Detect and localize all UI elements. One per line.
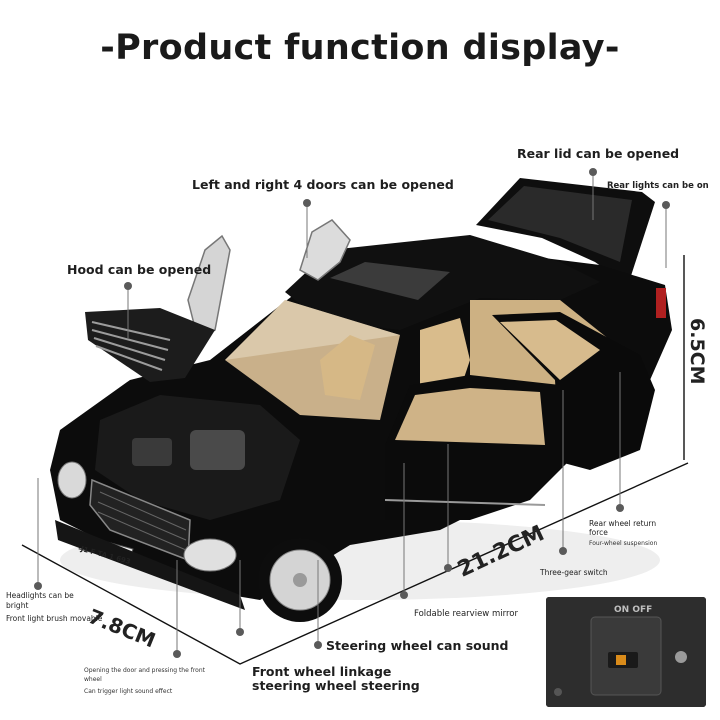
- right-headlight: [183, 538, 237, 572]
- callout-lines: [37, 172, 667, 654]
- engine-block: [190, 430, 245, 470]
- front-seat: [320, 335, 375, 400]
- switch-on-off-label: ON OFF: [614, 605, 653, 615]
- hood-grille-lines: [91, 321, 171, 371]
- left-headlight: [57, 461, 87, 499]
- switch-inset-graphic: [546, 597, 706, 707]
- switch-inset-photo: ON OFF: [546, 597, 706, 707]
- front-hub: [293, 573, 307, 587]
- rear-lid-panel: [488, 186, 632, 262]
- door-chrome-strip: [384, 499, 546, 506]
- roof: [285, 235, 600, 330]
- page-title: -Product function display-: [100, 28, 620, 68]
- dimension-height: 6.5CM: [686, 318, 708, 385]
- rear-door-window: [500, 320, 600, 380]
- label-headlights-1: Headlights can be: [6, 591, 74, 600]
- label-three-gear-switch: Three-gear switch: [540, 568, 608, 577]
- label-rear-wheel-return-1: Rear wheel return: [589, 519, 657, 528]
- label-front-wheel-1: Front wheel linkage: [252, 664, 392, 679]
- label-headlights-2: bright: [6, 601, 29, 610]
- label-trigger-sound: Can trigger light sound effect: [84, 688, 173, 695]
- label-rear-wheel-return-2: force: [589, 528, 608, 537]
- label-hood: Hood can be opened: [67, 262, 212, 277]
- label-foldable-mirror: Foldable rearview mirror: [414, 609, 518, 619]
- label-door-press-1: Opening the door and pressing the front: [84, 667, 205, 674]
- label-four-doors: Left and right 4 doors can be opened: [192, 177, 454, 192]
- dimension-line-base: [21, 462, 689, 665]
- label-steering-sound: Steering wheel can sound: [326, 638, 509, 653]
- rear-light: [656, 288, 666, 318]
- label-front-wheel-2: steering wheel steering: [252, 678, 420, 693]
- battery: [132, 438, 172, 466]
- grille-bars: [97, 491, 187, 551]
- sunroof: [330, 262, 450, 300]
- right-door-glass: [299, 219, 351, 281]
- front-door-window: [395, 388, 545, 445]
- label-door-press-2: wheel: [84, 676, 102, 683]
- label-brush: Front light brush movable: [6, 614, 103, 623]
- label-rear-lid: Rear lid can be opened: [517, 146, 680, 161]
- windshield-glass: [225, 300, 400, 360]
- label-four-wheel-suspension: Four-wheel suspension: [589, 540, 658, 547]
- callout-dots: [34, 168, 670, 658]
- front-bumper: [55, 520, 245, 610]
- label-rear-lights: Rear lights can be on: [607, 181, 709, 191]
